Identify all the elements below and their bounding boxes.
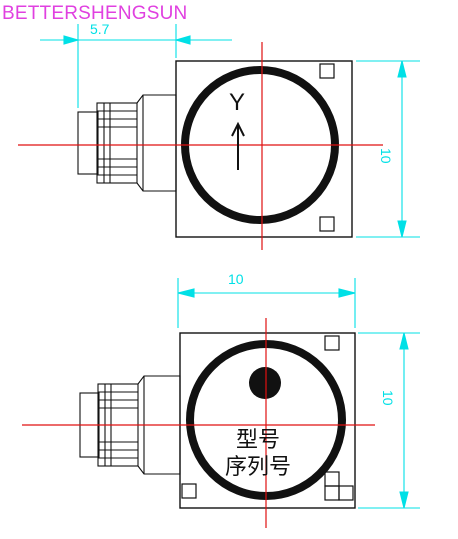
bottom-view: 10 型号 序列号 [22, 271, 420, 528]
top-connector [77, 94, 177, 192]
connector-offset-dimension [40, 24, 232, 108]
model-label: 型号 [236, 427, 280, 452]
top-height-value: 10 [378, 148, 394, 164]
bottom-width-dimension [177, 278, 356, 328]
top-height-dimension [356, 60, 420, 238]
y-axis-arrow-icon [231, 121, 245, 170]
bottom-height-dimension [358, 332, 420, 509]
top-corner-notch [319, 63, 335, 79]
connector-offset-value: 5.7 [90, 21, 110, 37]
bottom-left-notch [181, 483, 197, 499]
bottom-housing [179, 332, 356, 509]
brand-watermark: BETTERSHENGSUN [2, 3, 188, 24]
mounting-hole [249, 367, 281, 399]
serial-label: 序列号 [225, 454, 291, 479]
corner-marker [324, 471, 354, 501]
bottom-width-value: 10 [228, 271, 244, 287]
y-axis-label: Y [229, 89, 245, 116]
top-view: Y 5.7 10 [18, 21, 420, 250]
bottom-height-value: 10 [380, 390, 396, 406]
bottom-corner-notch [319, 216, 335, 232]
top-housing [175, 60, 353, 238]
top-right-notch [324, 335, 340, 351]
